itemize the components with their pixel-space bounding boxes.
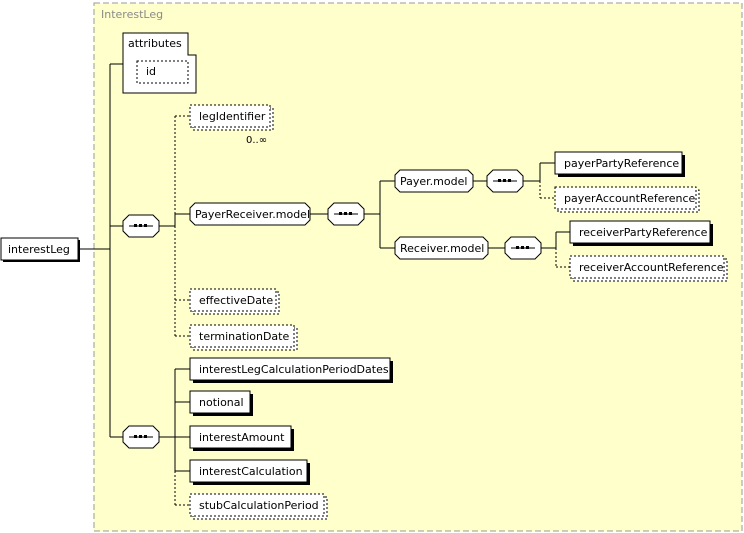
receiver-model-label: Receiver.model (400, 242, 484, 255)
interest-amount-label: interestAmount (199, 431, 285, 444)
notional-label: notional (199, 396, 244, 409)
sequence-icon (339, 212, 352, 215)
receiver-party-reference-node[interactable] (569, 220, 711, 244)
payer-party-reference-node[interactable] (554, 151, 683, 175)
stub-calculation-period-label: stubCalculationPeriod (199, 499, 319, 512)
termination-date-node[interactable] (189, 324, 295, 348)
id-attribute-label: id (146, 65, 156, 78)
leg-identifier-node[interactable] (189, 104, 271, 128)
receiver-account-reference-node[interactable] (569, 255, 725, 279)
payer-model-label: Payer.model (400, 175, 467, 188)
interest-leg-label: interestLeg (8, 243, 70, 256)
termination-date-label: terminationDate (199, 330, 289, 343)
interest-calculation-node[interactable] (189, 459, 308, 483)
group-title: InterestLeg (101, 8, 163, 21)
calculation-period-dates-node[interactable] (189, 357, 391, 381)
payer-account-reference-label: payerAccountReference (564, 192, 696, 205)
interest-leg-node[interactable] (0, 237, 79, 261)
connector-lines (78, 63, 570, 472)
id-attribute[interactable] (136, 60, 189, 84)
optional-connector-lines (174, 115, 570, 506)
effective-date-node[interactable] (189, 288, 277, 312)
receiver-account-reference-label: receiverAccountReference (579, 261, 724, 274)
payer-account-reference-node[interactable] (554, 186, 697, 210)
payer-party-reference-label: payerPartyReference (564, 157, 679, 170)
calculation-period-dates-label: interestLegCalculationPeriodDates (199, 363, 389, 376)
effective-date-label: effectiveDate (199, 294, 273, 307)
payer-model-node[interactable] (394, 169, 474, 193)
receiver-party-reference-label: receiverPartyReference (579, 226, 708, 239)
sequence-icon (134, 224, 147, 227)
leg-identifier-label: legIdentifier (199, 110, 266, 123)
sequence-icon (134, 435, 147, 438)
payer-receiver-model-node[interactable] (189, 202, 311, 226)
sequence-icon (498, 179, 511, 182)
attributes-label: attributes (128, 37, 182, 50)
interest-amount-node[interactable] (189, 425, 292, 449)
leg-identifier-occurrence: 0..∞ (246, 135, 267, 146)
receiver-model-node[interactable] (394, 236, 489, 260)
notional-node[interactable] (189, 390, 251, 414)
stub-calculation-period-node[interactable] (189, 493, 325, 517)
sequence-icon (516, 246, 529, 249)
interest-calculation-label: interestCalculation (199, 465, 303, 478)
payer-receiver-model-label: PayerReceiver.model (195, 208, 310, 221)
